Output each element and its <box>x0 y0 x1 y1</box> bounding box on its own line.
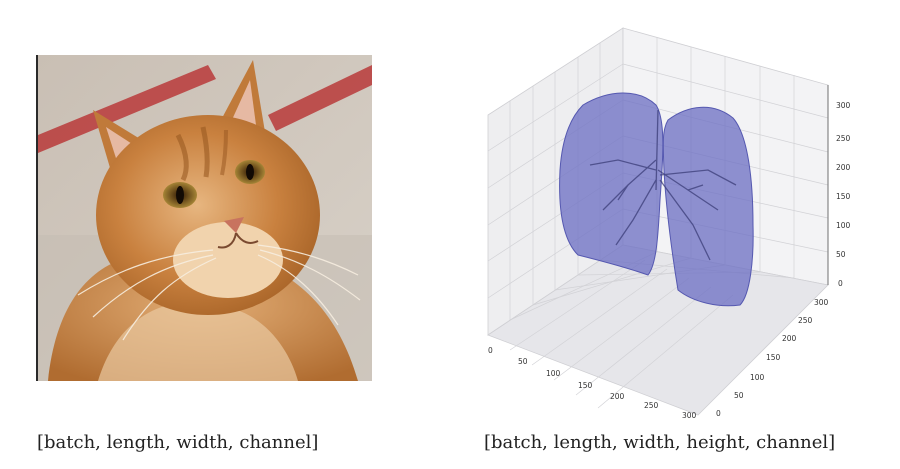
y-tick: 100 <box>750 373 765 382</box>
x-tick: 100 <box>546 369 561 378</box>
z-tick: 250 <box>836 134 851 143</box>
y-axis-ticks: 0 50 100 150 200 250 300 <box>716 298 829 418</box>
x-tick: 150 <box>578 381 593 390</box>
x-axis-ticks: 0 50 100 150 200 250 300 <box>488 346 697 420</box>
cat-image <box>36 55 372 381</box>
y-tick: 300 <box>814 298 829 307</box>
caption-right: [batch, length, width, height, channel] <box>484 432 836 453</box>
z-tick: 150 <box>836 192 851 201</box>
z-tick: 50 <box>836 250 846 259</box>
caption-left: [batch, length, width, channel] <box>37 432 319 453</box>
z-tick: 300 <box>836 101 851 110</box>
z-axis-ticks: 0 50 100 150 200 250 300 <box>836 101 851 288</box>
x-tick: 250 <box>644 401 659 410</box>
y-tick: 50 <box>734 391 744 400</box>
lung-3d-plot: 0 50 100 150 200 250 300 0 50 100 150 20… <box>478 10 878 425</box>
z-tick: 100 <box>836 221 851 230</box>
y-tick: 150 <box>766 353 781 362</box>
y-tick: 200 <box>782 334 797 343</box>
y-tick: 250 <box>798 316 813 325</box>
x-tick: 300 <box>682 411 697 420</box>
z-tick: 0 <box>838 279 843 288</box>
x-tick: 50 <box>518 357 528 366</box>
x-tick: 0 <box>488 346 493 355</box>
x-tick: 200 <box>610 392 625 401</box>
y-tick: 0 <box>716 409 721 418</box>
z-tick: 200 <box>836 163 851 172</box>
